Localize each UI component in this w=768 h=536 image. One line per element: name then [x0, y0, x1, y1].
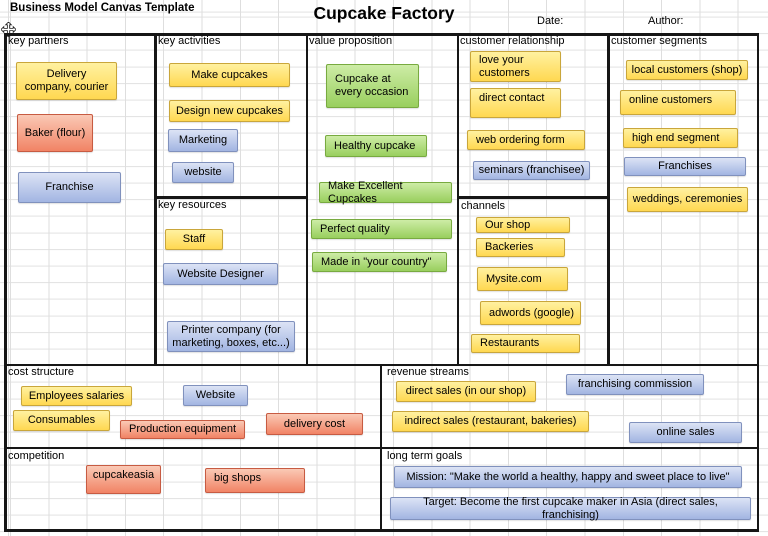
note-franchising-commission[interactable]: franchising commission [566, 374, 704, 395]
note-direct-sales[interactable]: direct sales (in our shop) [396, 381, 536, 402]
note-direct-contact[interactable]: direct contact [470, 88, 561, 118]
section-label-value-proposition: value proposition [309, 35, 393, 47]
note-employees-salaries[interactable]: Employees salaries [21, 386, 132, 406]
divider-relationship-channels [456, 196, 610, 199]
note-baker-flour[interactable]: Baker (flour) [17, 114, 93, 152]
note-mission[interactable]: Mission: "Make the world a healthy, happ… [394, 466, 742, 488]
divider-cost-revenue [379, 363, 382, 532]
note-delivery-cost[interactable]: delivery cost [266, 413, 363, 435]
note-website-designer[interactable]: Website Designer [163, 263, 278, 285]
note-love-your-customers[interactable]: love your customers [470, 51, 561, 82]
canvas-top-border [4, 33, 759, 36]
note-website-cost[interactable]: Website [183, 385, 248, 406]
divider-activities-value [305, 33, 308, 366]
canvas-right-border [756, 33, 759, 531]
template-title: Business Model Canvas Template [10, 2, 195, 14]
section-label-key-partners: key partners [8, 35, 69, 47]
note-made-in-your-country[interactable]: Made in "your country" [312, 252, 447, 272]
divider-relationship-segments [607, 33, 610, 366]
section-label-competition: competition [8, 450, 65, 462]
section-label-long-term-goals: long term goals [387, 450, 463, 462]
section-label-cost-structure: cost structure [8, 366, 75, 378]
note-big-shops[interactable]: big shops [205, 468, 305, 493]
note-printer-company[interactable]: Printer company (for marketing, boxes, e… [167, 321, 295, 352]
note-adwords-google[interactable]: adwords (google) [480, 301, 581, 325]
page-title: Cupcake Factory [313, 3, 455, 23]
section-label-customer-relationship: customer relationship [460, 35, 565, 47]
note-delivery-company[interactable]: Delivery company, courier [16, 62, 117, 100]
note-perfect-quality[interactable]: Perfect quality [311, 219, 452, 239]
note-indirect-sales[interactable]: indirect sales (restaurant, bakeries) [392, 411, 589, 432]
note-staff[interactable]: Staff [165, 229, 223, 250]
canvas-left-border [4, 33, 7, 531]
note-backeries[interactable]: Backeries [476, 238, 565, 257]
note-make-excellent-cupcakes[interactable]: Make Excellent Cupcakes [319, 180, 452, 205]
note-franchises[interactable]: Franchises [624, 157, 746, 176]
move-cursor-icon [0, 21, 17, 38]
section-label-channels: channels [461, 200, 506, 212]
divider-activities-resources [154, 196, 308, 199]
note-web-ordering-form[interactable]: web ordering form [467, 130, 585, 150]
section-label-key-activities: key activities [158, 35, 221, 47]
note-website-activity[interactable]: website [172, 162, 234, 183]
note-high-end-segment[interactable]: high end segment [623, 128, 738, 148]
note-target[interactable]: Target: Become the first cupcake maker i… [390, 496, 751, 521]
note-production-equipment[interactable]: Production equipment [120, 420, 245, 439]
note-local-customers[interactable]: local customers (shop) [626, 60, 748, 80]
note-consumables[interactable]: Consumables [13, 410, 110, 431]
note-cupcake-every-occasion[interactable]: Cupcake at every occasion [326, 64, 419, 108]
note-make-cupcakes[interactable]: Make cupcakes [169, 63, 290, 87]
section-label-revenue-streams: revenue streams [387, 366, 469, 378]
note-design-new-cupcakes[interactable]: Design new cupcakes [169, 100, 290, 122]
note-mysite[interactable]: Mysite.com [477, 267, 568, 291]
author-label: Author: [648, 15, 684, 27]
note-cupcakeasia[interactable]: cupcakeasia [86, 465, 161, 494]
section-label-key-resources: key resources [158, 199, 227, 211]
note-healthy-cupcake[interactable]: Healthy cupcake [325, 135, 427, 157]
divider-partners-activities [154, 33, 157, 366]
note-online-sales[interactable]: online sales [629, 422, 742, 443]
note-our-shop[interactable]: Our shop [476, 217, 570, 233]
divider-value-relationship [456, 33, 459, 366]
date-label: Date: [537, 15, 564, 27]
note-weddings-ceremonies[interactable]: weddings, ceremonies [627, 187, 748, 212]
note-restaurants[interactable]: Restaurants [471, 334, 580, 353]
note-franchise[interactable]: Franchise [18, 172, 121, 203]
note-online-customers[interactable]: online customers [620, 90, 736, 115]
note-seminars-franchisee[interactable]: seminars (franchisee) [473, 161, 590, 180]
section-label-customer-segments: customer segments [611, 35, 707, 47]
note-marketing[interactable]: Marketing [168, 129, 238, 152]
